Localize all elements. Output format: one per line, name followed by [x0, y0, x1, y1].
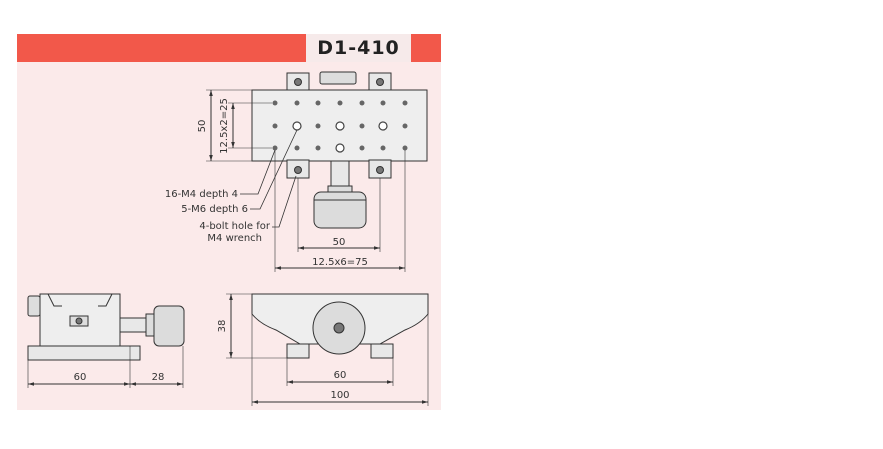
- top-lock-knob: [319, 71, 357, 85]
- top-view: [206, 71, 428, 272]
- dim-top-height: 50: [197, 120, 208, 133]
- callout-m6: 5-M6 depth 6: [181, 204, 248, 215]
- model-number: D1-410: [306, 34, 411, 62]
- dim-side-base: 60: [74, 372, 87, 383]
- dim-top-pitch-vertical: 12.5x2=25: [219, 98, 230, 154]
- dim-top-bolt-spacing: 50: [333, 237, 346, 248]
- front-view: [226, 293, 429, 406]
- side-base: [27, 345, 141, 361]
- callout-m4: 16-M4 depth 4: [165, 189, 238, 200]
- side-view: [27, 293, 185, 388]
- dim-top-pitch-horizontal: 12.5x6=75: [312, 257, 368, 268]
- dim-front-width: 100: [330, 390, 349, 401]
- side-lock-knob: [27, 295, 41, 317]
- micrometer-knob: [313, 191, 367, 229]
- side-micrometer-knob: [153, 305, 185, 347]
- m6-holes: [292, 121, 388, 153]
- dim-side-knob: 28: [152, 372, 165, 383]
- dim-front-bolt-spacing: 60: [334, 370, 347, 381]
- tapped-holes: [272, 100, 408, 151]
- callout-bolt-line1: 4-bolt hole for: [199, 221, 271, 232]
- dim-front-height: 38: [217, 320, 228, 333]
- screw-shaft: [330, 160, 350, 190]
- callout-bolt-line2: M4 wrench: [207, 233, 262, 244]
